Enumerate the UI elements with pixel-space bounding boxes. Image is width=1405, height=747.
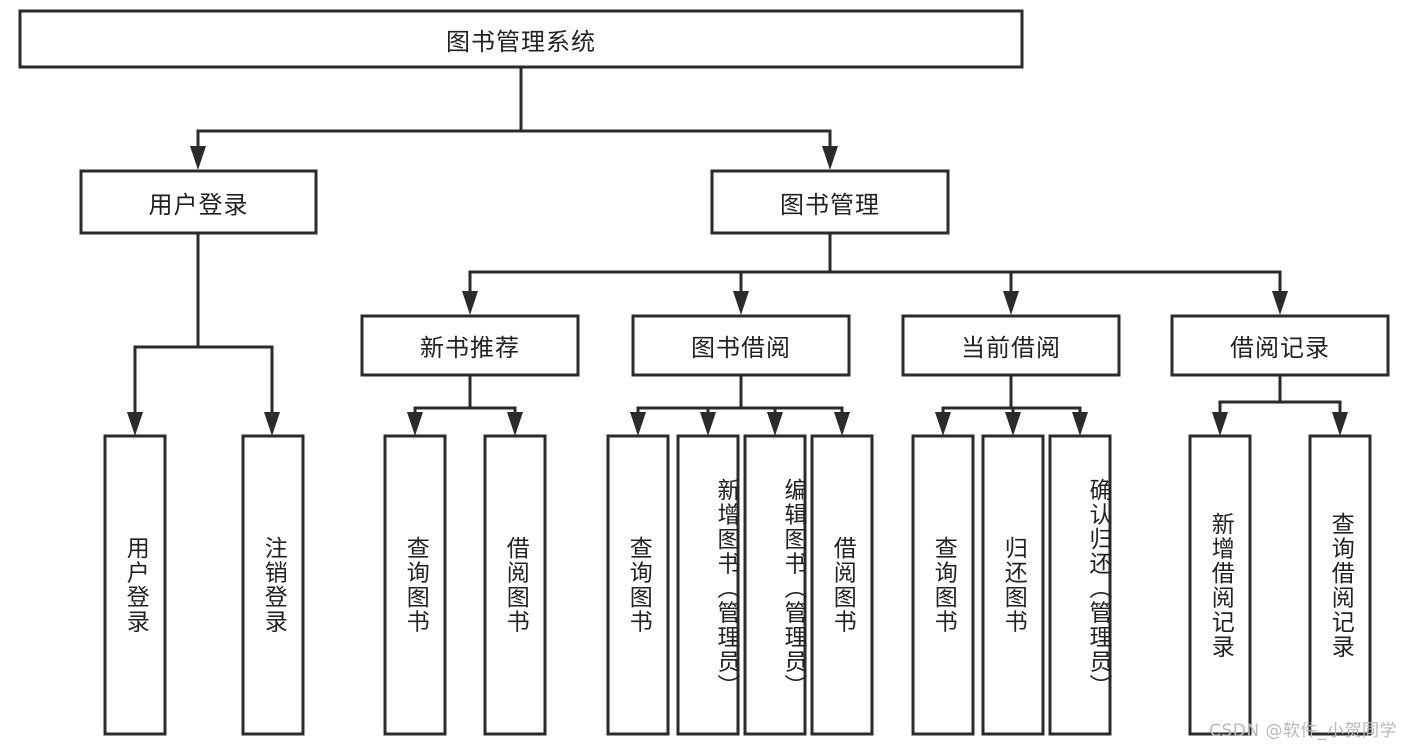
arrow-head-icon-current-borrow-leaf3 [1072, 412, 1088, 436]
arrow-head-icon-root-to-book-mgmt [822, 146, 838, 170]
edge-group-borrow-to-leaves [630, 373, 850, 436]
node-box-current-borrow[interactable] [901, 314, 1121, 377]
arrow-head-icon-to-borrow-record [1272, 291, 1288, 315]
edge-group-borrow-record-to-leaves [1212, 373, 1348, 436]
arrow-head-icon-to-new-book [462, 291, 478, 315]
node-box-leaf-add-book-admin[interactable] [676, 434, 740, 736]
node-box-new-book-recommend[interactable] [360, 314, 580, 377]
node-box-leaf-borrow-book-1[interactable] [483, 434, 547, 736]
edge-group-user-login-to-leaves [127, 231, 280, 436]
node-box-leaf-borrow-book-2[interactable] [810, 434, 874, 736]
node-box-leaf-query-book-2[interactable] [606, 434, 670, 736]
node-box-root[interactable] [18, 9, 1024, 69]
arrow-head-icon-borrow-leaf3 [767, 412, 783, 436]
edge-group-current-borrow-to-leaves [935, 373, 1088, 436]
node-box-leaf-edit-book-admin[interactable] [743, 434, 807, 736]
arrow-head-icon-borrow-leaf4 [834, 412, 850, 436]
arrow-head-icon-current-borrow-leaf1 [935, 412, 951, 436]
node-box-user-login[interactable] [79, 169, 318, 235]
node-box-leaf-query-book-3[interactable] [911, 434, 975, 736]
arrow-head-icon-borrow-record-leaf2 [1332, 412, 1348, 436]
node-box-leaf-confirm-return-admin[interactable] [1048, 434, 1112, 736]
node-box-leaf-query-book-1[interactable] [383, 434, 447, 736]
arrow-head-icon-borrow-leaf1 [630, 412, 646, 436]
node-box-leaf-add-borrow-record[interactable] [1188, 434, 1252, 736]
node-box-book-management[interactable] [710, 169, 950, 235]
node-box-leaf-query-borrow-record[interactable] [1308, 434, 1372, 736]
edge-group-root-to-level2 [190, 65, 838, 170]
edge-group-new-book-to-leaves [407, 373, 523, 436]
arrow-head-icon-to-borrow [733, 291, 749, 315]
arrow-head-icon-root-to-user-login [190, 146, 206, 170]
node-box-leaf-logout[interactable] [241, 434, 305, 736]
edge-group-book-mgmt-to-level3 [462, 231, 1288, 315]
arrow-head-icon-current-borrow-leaf2 [1005, 412, 1021, 436]
arrow-head-icon-to-current-borrow [1003, 291, 1019, 315]
node-box-borrow-record[interactable] [1170, 314, 1390, 377]
arrow-head-icon-new-book-leaf1 [407, 412, 423, 436]
arrow-head-icon-new-book-leaf2 [507, 412, 523, 436]
arrow-head-icon-borrow-record-leaf1 [1212, 412, 1228, 436]
node-box-book-borrow[interactable] [631, 314, 851, 377]
arrow-head-icon-user-login-leaf1 [127, 412, 143, 436]
arrow-head-icon-borrow-leaf2 [700, 412, 716, 436]
arrow-head-icon-user-login-leaf2 [264, 412, 280, 436]
node-box-leaf-user-login[interactable] [103, 434, 167, 736]
node-box-leaf-return-book[interactable] [981, 434, 1045, 736]
